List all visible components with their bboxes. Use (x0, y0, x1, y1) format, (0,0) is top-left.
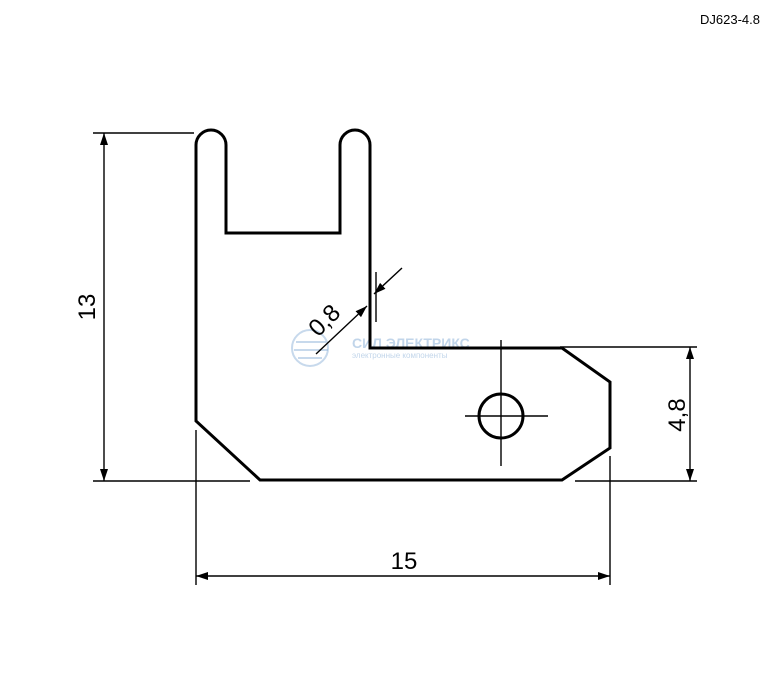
height-dimension: 13 (74, 133, 108, 481)
watermark-subtitle: электронные компоненты (352, 351, 448, 360)
height-dimension-label: 13 (74, 294, 101, 321)
tab-height-dimension-label: 4,8 (664, 398, 691, 431)
watermark-logo-icon (291, 329, 329, 367)
mounting-hole (465, 340, 548, 466)
width-dimension: 15 (196, 548, 610, 580)
thickness-dimension-label: 0,8 (303, 299, 346, 342)
width-dimension-label: 15 (391, 548, 418, 575)
tab-height-dimension: 4,8 (664, 347, 694, 481)
extension-lines (93, 132, 697, 585)
terminal-outline (194, 128, 612, 482)
part-code-label: DJ623-4.8 (700, 12, 760, 27)
